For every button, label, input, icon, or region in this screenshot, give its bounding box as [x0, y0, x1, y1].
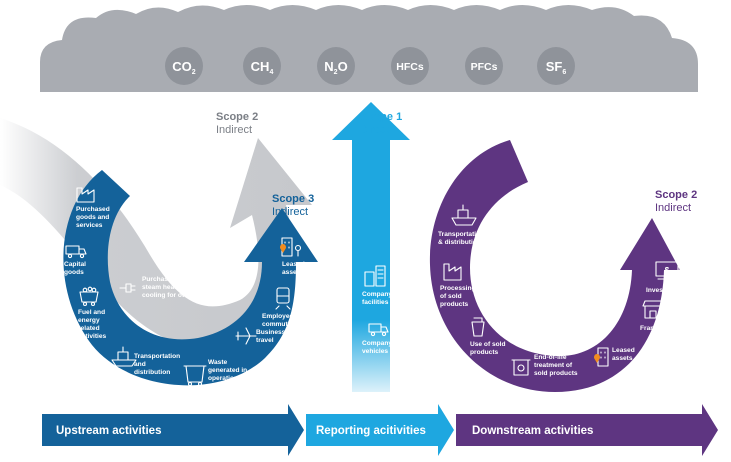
recycle-bin-icon	[511, 359, 531, 376]
coal-cart-icon	[79, 286, 99, 307]
location-pin-icon-downstream	[594, 354, 600, 363]
vehicle-icon	[368, 323, 389, 337]
svg-text:N2O: N2O	[324, 59, 347, 76]
label-capital-goods: Capital goods	[64, 261, 88, 276]
scope3-arrow	[63, 170, 318, 386]
svg-text:PFCs: PFCs	[471, 61, 498, 73]
reporting-bar	[306, 404, 454, 456]
reporting-bar-label: Reporting acitivities	[316, 425, 426, 437]
label-waste: Waste generated in operations	[208, 359, 249, 382]
label-purchased-goods: Purchased goods and services	[76, 206, 112, 229]
ship-icon	[111, 346, 137, 367]
svg-text:Indirect: Indirect	[655, 202, 691, 214]
label-company-facilities: Company facilities	[362, 291, 394, 306]
upstream-bar	[42, 404, 304, 456]
scope1-label: Scope 1 Direct	[360, 111, 402, 136]
emissions-cloud	[40, 5, 698, 92]
svg-text:HFCs: HFCs	[396, 61, 424, 73]
label-end-of-life: End-of-life treatment of sold products	[534, 354, 578, 377]
scope1-arrow	[332, 102, 410, 392]
label-processing: Processing of sold products	[440, 285, 477, 308]
plug-icon	[119, 283, 136, 293]
label-purchased-electricity: Purchased electricity, steam heating and…	[142, 276, 212, 299]
label-leased-assets-upstream: Leased assets	[282, 261, 307, 276]
ship-icon-downstream	[451, 204, 477, 226]
label-investments: Investments	[646, 287, 685, 294]
gas-hfcs: HFCs	[391, 47, 429, 85]
gas-n2o: N2O	[317, 47, 355, 85]
waste-bin-icon	[183, 365, 207, 387]
label-company-vehicles: Company vehicles	[362, 340, 394, 355]
svg-text:Indirect: Indirect	[272, 206, 308, 218]
svg-text:Scope 1: Scope 1	[360, 111, 402, 123]
scope2-upstream-label: Scope 2 Indirect	[216, 111, 258, 136]
gas-co2: CO2	[165, 47, 203, 85]
gas-pfcs: PFCs	[465, 47, 503, 85]
downstream-bar	[456, 404, 718, 456]
location-pin-icon	[280, 244, 286, 253]
svg-text:Scope 2: Scope 2	[655, 189, 697, 201]
label-transportation-downstream: Transportation & distribution	[438, 231, 486, 246]
gas-ch4: CH4	[243, 47, 281, 85]
svg-text:Scope 2: Scope 2	[216, 111, 258, 123]
svg-text:Scope 3: Scope 3	[272, 193, 314, 205]
label-employee-commuting: Employee commuting	[262, 313, 298, 328]
product-icon	[471, 317, 485, 337]
scope3-label: Scope 3 Indirect	[272, 193, 314, 218]
factory-icon-downstream	[443, 263, 462, 281]
facility-icon	[364, 265, 386, 287]
gas-sf6: SF6	[537, 47, 575, 85]
downstream-arrow	[429, 140, 680, 392]
svg-text:Direct: Direct	[360, 124, 389, 136]
svg-text:CH4: CH4	[251, 59, 274, 76]
svg-text:SF6: SF6	[546, 59, 567, 76]
svg-text:Indirect: Indirect	[216, 124, 252, 136]
label-business-travel: Business travel	[256, 329, 287, 344]
label-franchises: Franchises	[640, 325, 675, 332]
money-icon	[655, 261, 681, 280]
factory-icon	[76, 187, 95, 203]
label-fuel-energy: Fuel and energy related activities	[78, 309, 107, 340]
airplane-icon	[235, 327, 257, 345]
label-use-of-sold: Use of sold products	[470, 341, 507, 356]
upstream-bar-label: Upstream activities	[56, 425, 161, 437]
train-icon	[275, 287, 291, 310]
scope2-downstream-label: Scope 2 Indirect	[655, 189, 697, 214]
dollar-sign: $	[665, 266, 670, 275]
truck-icon	[65, 245, 87, 259]
scope2-upstream-arrow	[0, 118, 312, 349]
svg-text:CO2: CO2	[172, 59, 196, 76]
label-transportation-upstream: Transportation and distribution	[134, 353, 182, 376]
storefront-icon	[642, 300, 664, 319]
building-icon	[281, 237, 302, 257]
downstream-bar-label: Downstream activities	[472, 425, 593, 437]
label-leased-assets-downstream: Leased assets	[612, 347, 637, 362]
